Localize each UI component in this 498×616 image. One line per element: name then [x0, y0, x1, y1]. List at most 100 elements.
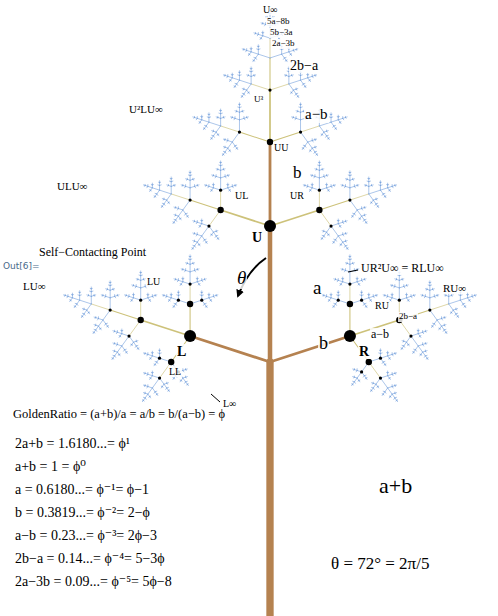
branch [388, 190, 390, 192]
branch [107, 288, 108, 289]
branch [195, 241, 198, 243]
branch [148, 294, 149, 295]
branch [453, 310, 456, 314]
branch [173, 306, 175, 308]
branch [312, 185, 313, 188]
branch [390, 284, 392, 286]
branch [199, 226, 200, 227]
branch [286, 59, 287, 60]
branch [456, 313, 458, 315]
branch [197, 278, 198, 279]
branch [221, 126, 240, 132]
branch [327, 184, 328, 185]
branch [390, 300, 392, 302]
branch [429, 290, 430, 298]
branch [301, 107, 303, 109]
branch [182, 268, 183, 269]
branch [251, 69, 252, 72]
branch [270, 84, 289, 90]
branch [467, 295, 468, 298]
branch [315, 176, 319, 177]
branch [314, 139, 315, 140]
branch [211, 138, 212, 139]
branch [222, 153, 223, 154]
branch [174, 219, 176, 221]
branch [160, 182, 161, 183]
branch [171, 177, 172, 179]
branch [394, 372, 395, 373]
branch [201, 291, 202, 293]
branch [132, 298, 134, 300]
branch [228, 188, 230, 190]
branch [204, 239, 206, 241]
branch [232, 132, 239, 142]
branch [183, 185, 186, 187]
branch [144, 353, 146, 355]
branch [190, 200, 221, 210]
branch [394, 385, 395, 386]
branch [176, 215, 179, 217]
branch [388, 186, 392, 187]
branch [327, 186, 331, 187]
branch [331, 186, 332, 187]
branch [199, 225, 200, 226]
branch [349, 260, 350, 265]
branch [110, 310, 141, 320]
branch [118, 354, 120, 356]
branch [166, 295, 167, 297]
branch [376, 203, 378, 205]
branch [359, 283, 360, 284]
branch [211, 137, 212, 138]
branch [176, 216, 179, 220]
branch [468, 296, 472, 297]
branch [244, 89, 247, 91]
branch [193, 117, 195, 119]
branch [122, 346, 125, 350]
branch [340, 244, 341, 245]
branch [227, 175, 229, 177]
branch [269, 58, 270, 90]
branch [193, 262, 195, 264]
branch [315, 146, 317, 148]
branch [425, 343, 426, 344]
branch [305, 185, 308, 187]
branch [171, 294, 172, 295]
branch [117, 332, 121, 333]
branch [349, 171, 350, 173]
branch [183, 210, 186, 214]
branch [190, 186, 194, 187]
branch [362, 207, 365, 209]
branch [338, 220, 339, 221]
branch [152, 372, 153, 373]
branch [472, 295, 475, 297]
branch [331, 294, 332, 295]
branch [173, 185, 175, 187]
branch [103, 295, 106, 297]
branch [310, 188, 312, 190]
branch [301, 78, 308, 80]
branch [300, 108, 301, 113]
branch [80, 300, 92, 304]
branch [209, 122, 221, 126]
branch [102, 295, 104, 297]
branch [373, 200, 376, 204]
branch [195, 186, 196, 187]
branch [167, 200, 169, 202]
branch [239, 118, 243, 119]
branch [206, 305, 207, 306]
branch [183, 377, 186, 379]
branch [420, 354, 421, 355]
branch [319, 165, 321, 167]
branch [166, 388, 167, 389]
branch [183, 278, 184, 279]
branch [207, 116, 209, 118]
branch [424, 356, 425, 357]
branch [305, 142, 308, 146]
branch [319, 176, 323, 177]
branch [308, 80, 310, 82]
branch [211, 300, 212, 301]
branch [159, 349, 160, 351]
branch [220, 166, 221, 171]
branch [235, 146, 237, 148]
